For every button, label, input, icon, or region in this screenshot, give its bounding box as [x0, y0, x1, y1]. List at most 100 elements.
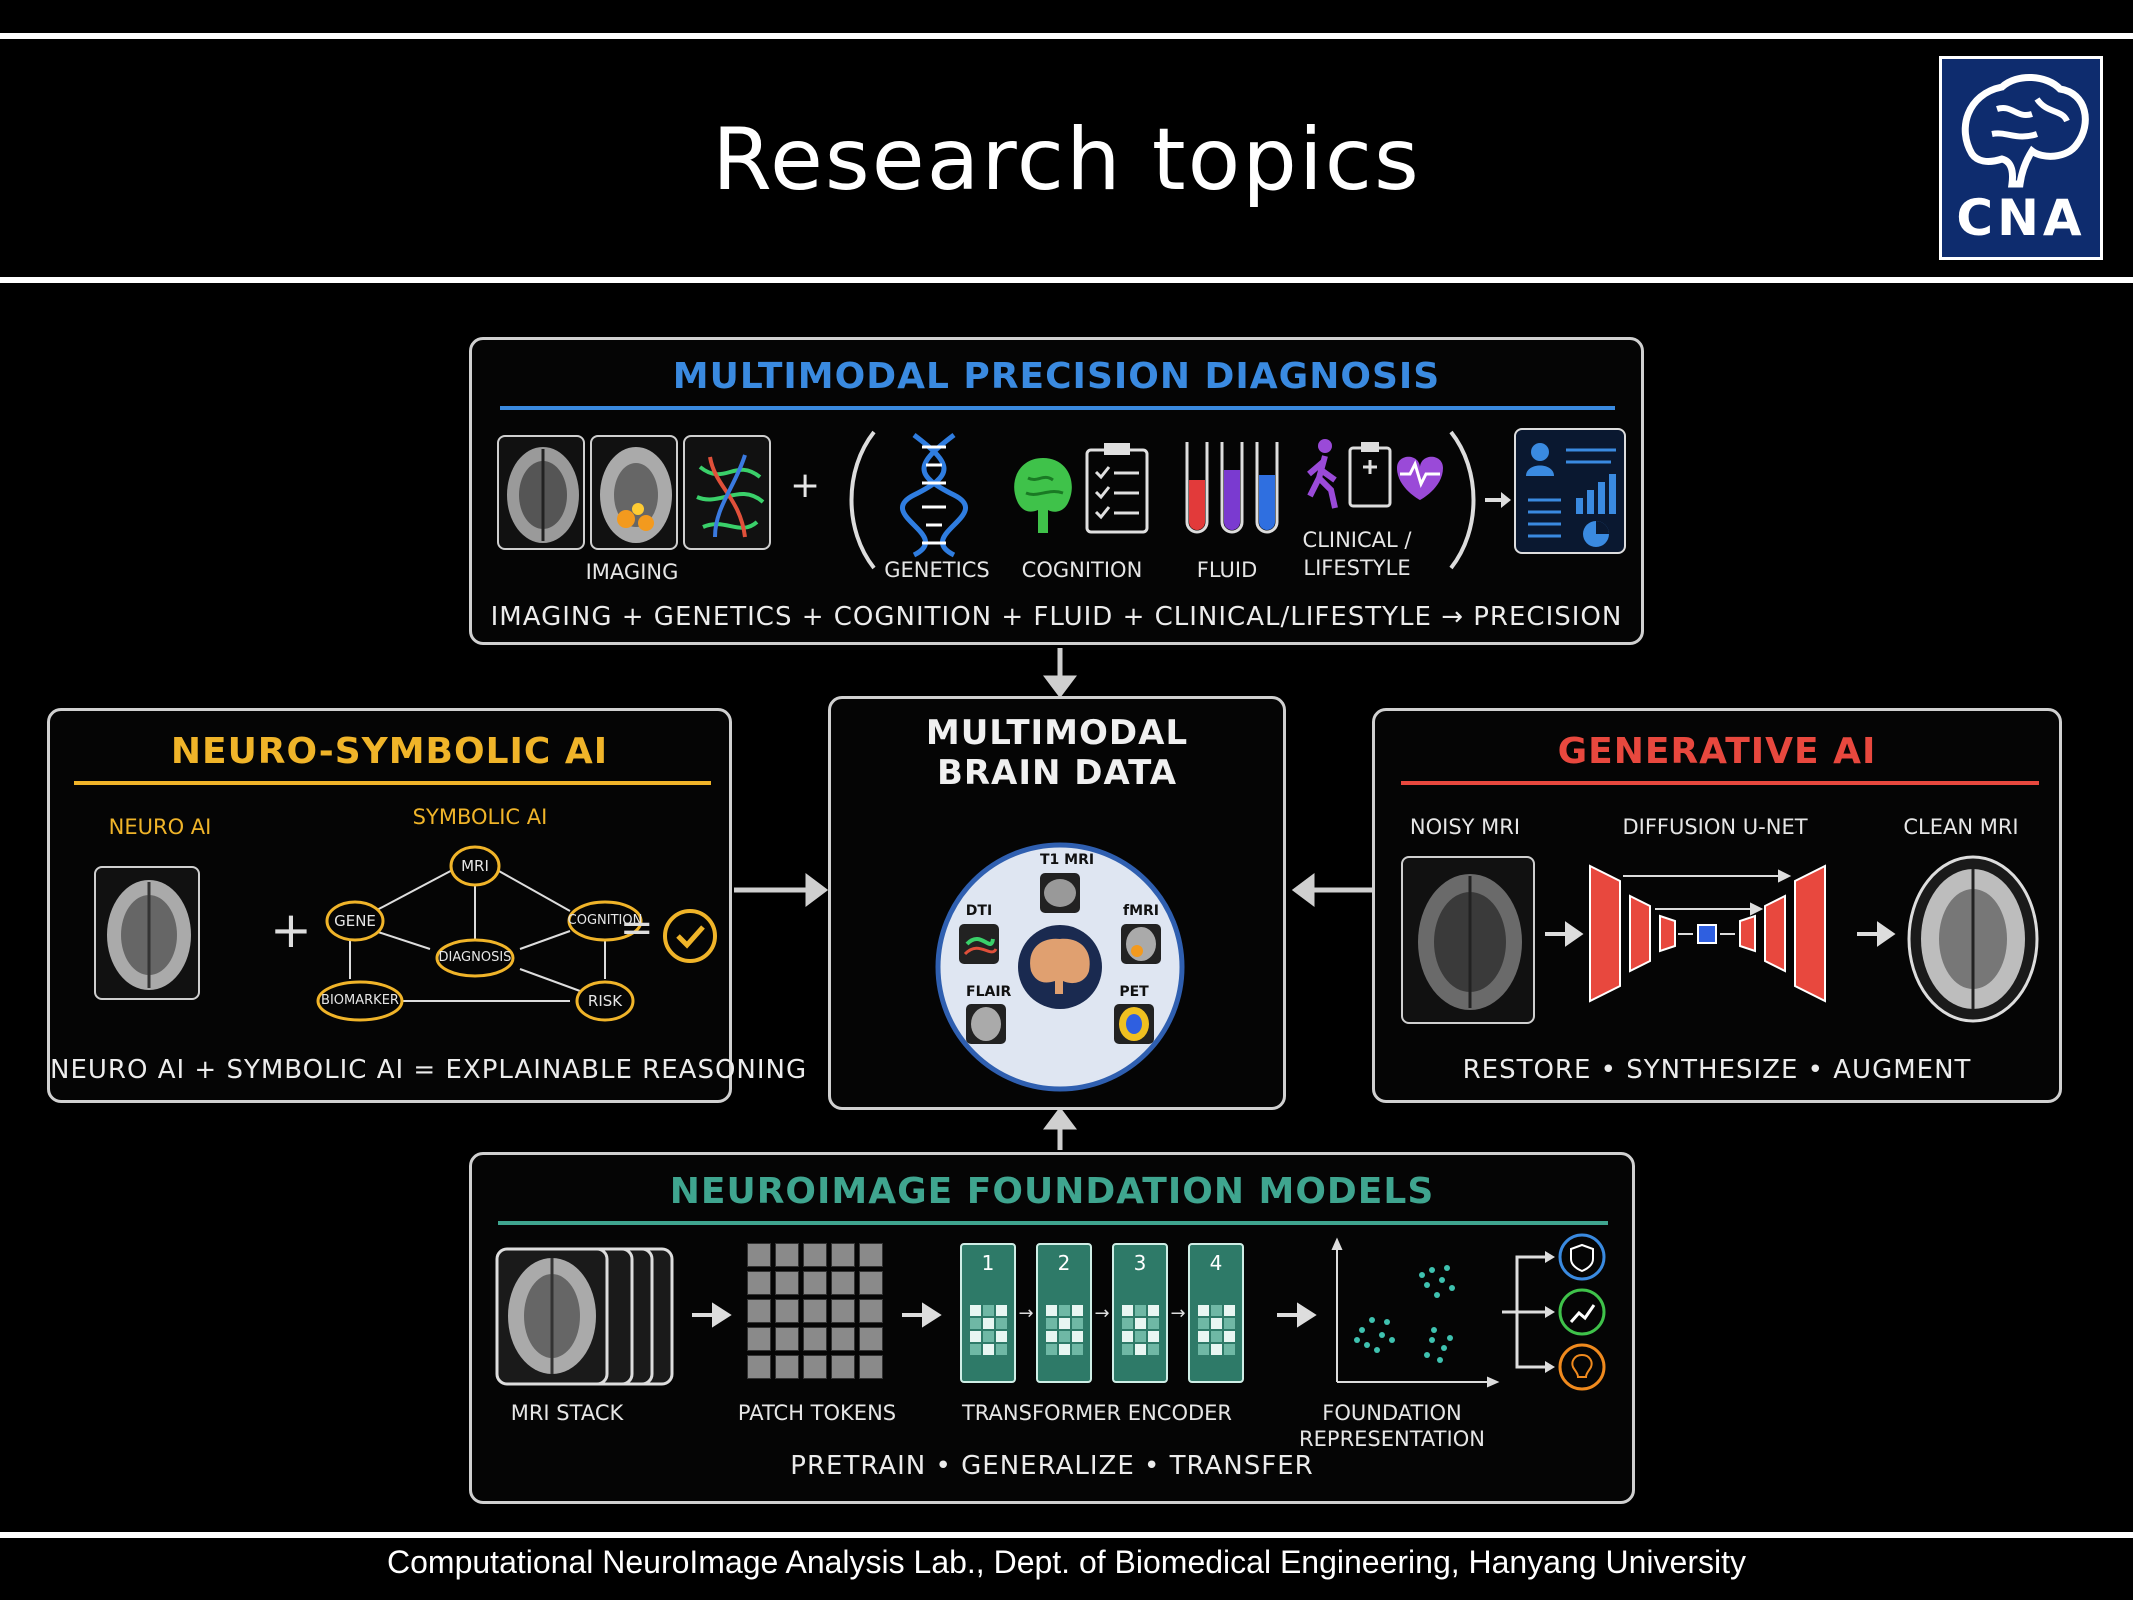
- patch-token: [775, 1327, 799, 1351]
- logo-text: CNA: [1956, 189, 2086, 247]
- brain-pet-thumb: [590, 435, 678, 550]
- attention-cell: [1148, 1305, 1159, 1316]
- attention-cell: [1072, 1305, 1083, 1316]
- top-divider: [0, 33, 2133, 39]
- encoder-block-number: 2: [1057, 1251, 1071, 1275]
- attention-cell: [983, 1331, 994, 1342]
- patch-token: [775, 1299, 799, 1323]
- encoder-block: 4: [1188, 1243, 1244, 1383]
- foundation-formula: PRETRAIN • GENERALIZE • TRANSFER: [790, 1451, 1314, 1481]
- foundation-label: FOUNDATION: [1322, 1401, 1462, 1425]
- attention-cell: [1135, 1305, 1146, 1316]
- panel-title: NEURO-SYMBOLIC AI: [170, 731, 609, 772]
- patch-token: [747, 1327, 771, 1351]
- checklist-icon: [1085, 443, 1149, 534]
- attention-cell: [1148, 1318, 1159, 1329]
- attention-cell: [1122, 1305, 1133, 1316]
- attention-cell: [1046, 1305, 1057, 1316]
- flair-label: FLAIR: [966, 984, 1012, 1000]
- right-paren-arrow: [1449, 430, 1511, 570]
- imaging-label: IMAGING: [585, 560, 679, 584]
- knowledge-graph: [316, 845, 643, 1022]
- center-title-line2: BRAIN DATA: [936, 753, 1178, 793]
- patch-token: [747, 1355, 771, 1379]
- modality-wheel: [935, 842, 1185, 1092]
- panel-title: NEUROIMAGE FOUNDATION MODELS: [669, 1171, 1435, 1212]
- encoder-block-number: 4: [1209, 1251, 1223, 1275]
- panel-multimodal-brain-data: MULTIMODAL BRAIN DATA T1 MRI DTI fMRI FL…: [828, 696, 1286, 1110]
- dna-icon: [900, 433, 968, 558]
- left-paren: [849, 430, 876, 570]
- attention-cell: [1211, 1305, 1222, 1316]
- attention-cell: [970, 1344, 981, 1355]
- plus-sign: +: [270, 901, 312, 959]
- attention-cell: [1198, 1305, 1209, 1316]
- fmri-label: fMRI: [1122, 903, 1159, 919]
- encoder-block-number: 3: [1133, 1251, 1147, 1275]
- noisy-mri-label: NOISY MRI: [1409, 815, 1521, 839]
- attention-cell: [1059, 1331, 1070, 1342]
- panel-generative-ai: GENERATIVE AI NOISY MRI DIFFUSION U-NET …: [1372, 708, 2062, 1103]
- patch-token: [803, 1243, 827, 1267]
- attention-cell: [1135, 1344, 1146, 1355]
- attention-cell: [1211, 1331, 1222, 1342]
- plus-sign: +: [790, 465, 821, 506]
- node-mri: MRI: [461, 857, 489, 875]
- attention-cell: [983, 1305, 994, 1316]
- panel-neuro-symbolic-ai: NEURO-SYMBOLIC AI NEURO AI SYMBOLIC AI +…: [47, 708, 806, 1103]
- brain-icon: [1014, 458, 1072, 533]
- encoder-block: 2: [1036, 1243, 1092, 1383]
- precision-dashboard-icon: [1514, 428, 1626, 554]
- brain-mri-thumb: [497, 435, 585, 550]
- patch-token: [859, 1243, 883, 1267]
- attention-cell: [996, 1331, 1007, 1342]
- clinical-label: CLINICAL /: [1302, 528, 1412, 552]
- attention-cell: [1072, 1331, 1083, 1342]
- attention-cell: [1198, 1344, 1209, 1355]
- panel-title: MULTIMODAL PRECISION DIAGNOSIS: [672, 356, 1441, 397]
- attention-cell: [1198, 1331, 1209, 1342]
- attention-cell: [983, 1344, 994, 1355]
- trend-chart-icon: [1558, 1288, 1606, 1336]
- encoder-block-number: 1: [981, 1251, 995, 1275]
- patch-token: [859, 1355, 883, 1379]
- patch-token: [775, 1355, 799, 1379]
- attention-cell: [1198, 1318, 1209, 1329]
- patch-token: [831, 1355, 855, 1379]
- attention-cell: [1059, 1318, 1070, 1329]
- lab-logo: CNA: [1939, 56, 2103, 260]
- title-rule: [500, 406, 1615, 410]
- patch-tokens-label: PATCH TOKENS: [737, 1401, 897, 1425]
- attention-cell: [1148, 1344, 1159, 1355]
- title-rule: [74, 781, 711, 785]
- t1-mri-label: T1 MRI: [1040, 852, 1095, 868]
- attention-cell: [1135, 1331, 1146, 1342]
- generative-formula: RESTORE • SYNTHESIZE • AUGMENT: [1462, 1055, 1972, 1085]
- brain-logo-icon: [1961, 73, 2089, 188]
- patch-token: [831, 1299, 855, 1323]
- attention-cell: [1224, 1318, 1235, 1329]
- transformer-encoder-blocks: 1→2→3→4: [960, 1243, 1260, 1388]
- attention-cell: [1211, 1318, 1222, 1329]
- patch-token: [747, 1299, 771, 1323]
- attention-cell: [1148, 1331, 1159, 1342]
- lightbulb-icon: [1558, 1343, 1606, 1391]
- patch-token-grid: [747, 1243, 887, 1383]
- panel-neuroimage-foundation-models: NEUROIMAGE FOUNDATION MODELS MRI STACK P…: [469, 1152, 1635, 1504]
- node-cognition: COGNITION: [567, 913, 643, 928]
- patch-token: [747, 1271, 771, 1295]
- attention-cell: [983, 1318, 994, 1329]
- cognition-label: COGNITION: [1021, 558, 1143, 582]
- symbolic-ai-label: SYMBOLIC AI: [412, 805, 548, 829]
- downstream-tasks: [1502, 1233, 1606, 1391]
- encoder-arrow: →: [1170, 1303, 1186, 1324]
- attention-cell: [970, 1331, 981, 1342]
- unet-diagram: [1545, 855, 2039, 1023]
- check-circle-icon: [663, 909, 717, 963]
- test-tubes-icon: [1185, 442, 1279, 534]
- title-rule: [1401, 781, 2039, 785]
- header-divider: [0, 277, 2133, 283]
- shield-icon: [1558, 1233, 1606, 1281]
- encoder-arrow: →: [1018, 1303, 1034, 1324]
